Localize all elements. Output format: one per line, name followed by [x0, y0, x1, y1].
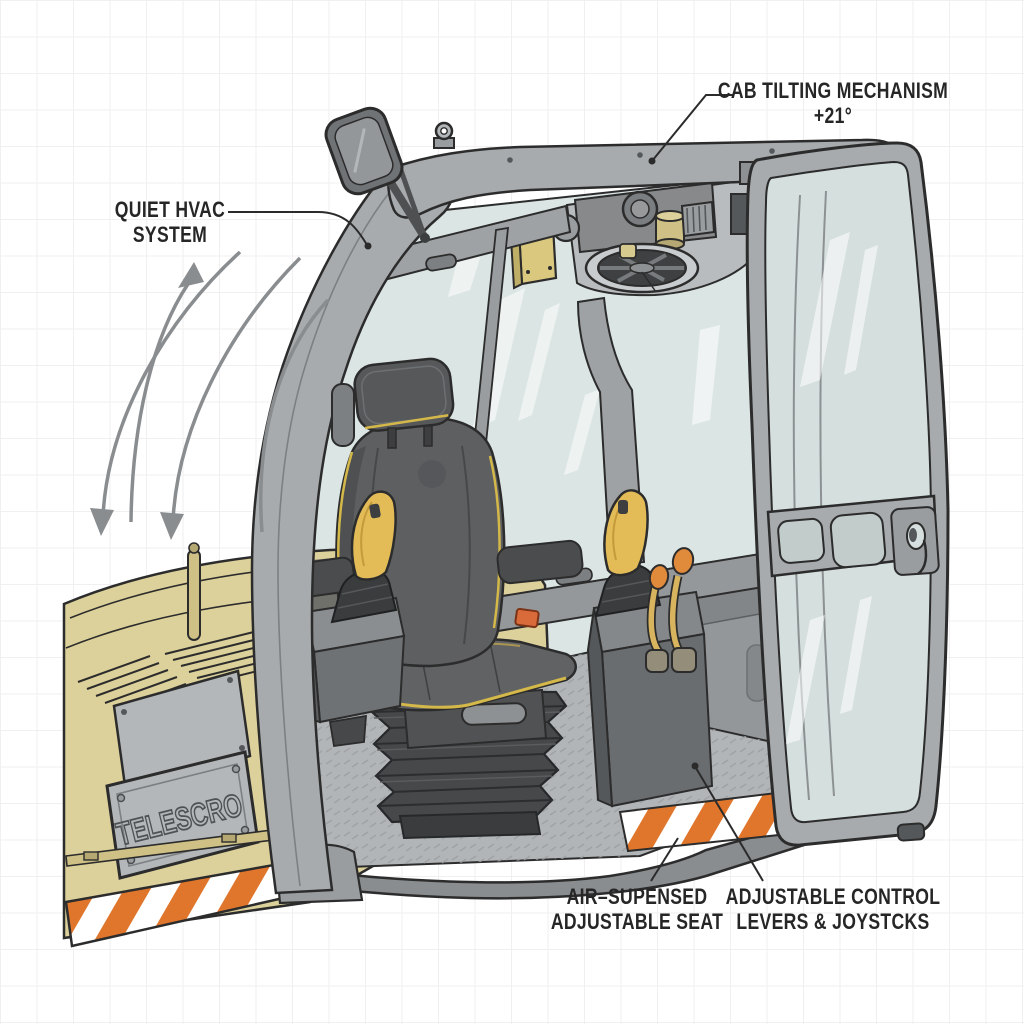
callout-line: ADJUSTABLE CONTROL [725, 884, 941, 909]
arrowhead-down-icon [160, 512, 184, 540]
headrest-post [387, 427, 397, 449]
seat-headrest [353, 357, 455, 432]
ceiling-fan [584, 242, 700, 294]
tilt-arc [171, 256, 302, 521]
door-mid-window [829, 511, 887, 569]
tilt-arc [101, 250, 242, 517]
tilt-arc [129, 283, 190, 523]
handrail [187, 542, 201, 641]
door-foot-stop [896, 822, 926, 842]
seat-pan-handle [461, 702, 527, 726]
backrest-logo-spot [418, 460, 446, 488]
roof-screw [637, 152, 643, 158]
left-console [304, 490, 406, 748]
arrowhead-up-icon [178, 262, 204, 288]
leader-levers [695, 767, 764, 882]
right-joystick[interactable] [603, 489, 649, 577]
hvac-duct-core [630, 199, 650, 219]
leader-seat [650, 837, 679, 882]
visor-handle-slot [425, 253, 457, 272]
callout-line: SYSTEM [132, 222, 208, 247]
callout-line: AIR–SUPENSED [566, 884, 708, 909]
callout-cab-tilting-mechanism: CAB TILTING MECHANISM +21° [713, 78, 953, 128]
door-glass-streaks [786, 232, 878, 744]
callout-line: +21° [813, 103, 853, 128]
callout-leader-lines [228, 94, 764, 882]
roof-screw [769, 148, 775, 154]
callout-line: ADJUSTABLE SEAT [550, 909, 724, 934]
cab-door-open[interactable] [739, 141, 950, 847]
callout-line: LEVERS & JOYSTCKS [736, 909, 930, 934]
lever-knob[interactable] [648, 563, 671, 590]
tilt-motion-arrows [90, 250, 330, 540]
tilt-arc [259, 298, 330, 533]
body-vent-slats [77, 623, 327, 718]
hvac-vent-grille [680, 200, 716, 238]
left-joystick[interactable] [350, 490, 397, 581]
lever-boot [645, 649, 669, 673]
door-pull[interactable] [917, 539, 928, 575]
right-console [586, 489, 714, 808]
roof-lifting-eyelet [433, 121, 455, 149]
door-small-window [777, 517, 825, 564]
rearview-mirror [324, 106, 430, 243]
ceiling-clip [619, 243, 637, 259]
armrest-right [496, 539, 584, 585]
callout-air-suspended-seat: AIR–SUPENSED ADJUSTABLE SEAT [517, 884, 757, 934]
callout-line: QUIET HVAC [114, 197, 226, 222]
seatbelt-buckle [514, 607, 540, 629]
control-levers[interactable] [645, 546, 697, 673]
leader-cab-tilt [651, 94, 733, 162]
fan-blades [600, 253, 684, 283]
arrowhead-down-icon [90, 508, 114, 536]
joystick-thumb-switch[interactable] [618, 500, 628, 514]
hvac-cylinder [655, 210, 685, 250]
lever-boot [671, 647, 697, 673]
callout-adjustable-controls: ADJUSTABLE CONTROL LEVERS & JOYSTCKS [713, 884, 953, 934]
callout-line: CAB TILTING MECHANISM [717, 78, 949, 103]
headrest-post [423, 425, 433, 447]
joystick-thumb-switch[interactable] [369, 503, 381, 519]
callout-quiet-hvac-system: QUIET HVAC SYSTEM [50, 197, 290, 247]
ceiling-hvac-unit [509, 176, 764, 297]
leader-hvac [228, 211, 368, 246]
roof-screw [507, 157, 513, 163]
door-handle-panel[interactable] [890, 506, 940, 576]
lever-knob[interactable] [671, 546, 696, 576]
pillar-latch-tab [331, 383, 355, 447]
